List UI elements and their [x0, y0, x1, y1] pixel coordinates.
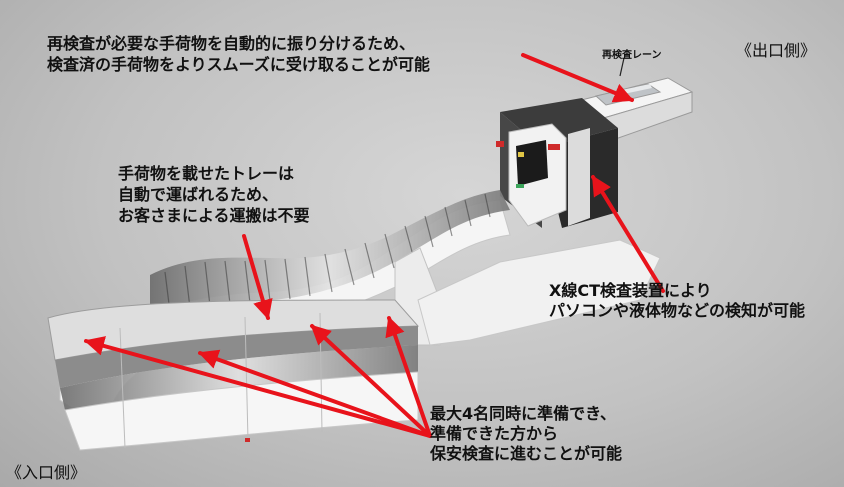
caption-line: 準備できた方から [430, 424, 559, 443]
caption-line: パソコンや液体物などの検知が可能 [549, 301, 806, 320]
roller-lines [164, 193, 491, 313]
arrow-station-1 [84, 336, 432, 438]
caption-line: 検査済の手荷物をよりスムーズに受け取ることが可能 [47, 55, 430, 74]
ct-scanner [496, 98, 618, 228]
caption-line: 最大4名同時に準備でき、 [430, 404, 617, 423]
caption-line: X線CT検査装置により [549, 281, 712, 300]
relane-pointer [619, 57, 625, 77]
caption-line: お客さまによる運搬は不要 [118, 206, 310, 225]
ct-caption: X線CT検査装置により パソコンや液体物などの検知が可能 [549, 281, 805, 321]
entry-side-label: 《入口側》 [6, 463, 87, 482]
preparation-caption: 最大4名同時に準備でき、 準備できた方から 保安検査に進むことが可能 [430, 404, 622, 464]
relane-caption: 再検査が必要な手荷物を自動的に振り分けるため、 検査済の手荷物をよりスムーズに受… [47, 33, 430, 75]
caption-line: 再検査が必要な手荷物を自動的に振り分けるため、 [47, 34, 416, 53]
tray-caption: 手荷物を載せたトレーは 自動で運ばれるため、 お客さまによる運搬は不要 [118, 163, 310, 226]
roller-bed [150, 190, 510, 318]
caption-line: 自動で運ばれるため、 [118, 185, 279, 204]
arrow-relane [521, 53, 634, 103]
arrow-tray [242, 234, 273, 320]
loading-stations [47, 299, 420, 451]
caption-line: 手荷物を載せたトレーは [118, 164, 295, 183]
relane-label: 再検査レーン [602, 50, 662, 61]
arrow-station-3 [310, 324, 432, 438]
caption-line: 保安検査に進むことが可能 [430, 444, 623, 463]
arrow-station-2 [198, 349, 432, 438]
arrow-station-4 [385, 316, 432, 438]
exit-platform [417, 239, 661, 346]
arrow-ct [591, 175, 665, 293]
exit-side-label: 《出口側》 [736, 41, 817, 60]
annotation-arrows [84, 53, 665, 438]
